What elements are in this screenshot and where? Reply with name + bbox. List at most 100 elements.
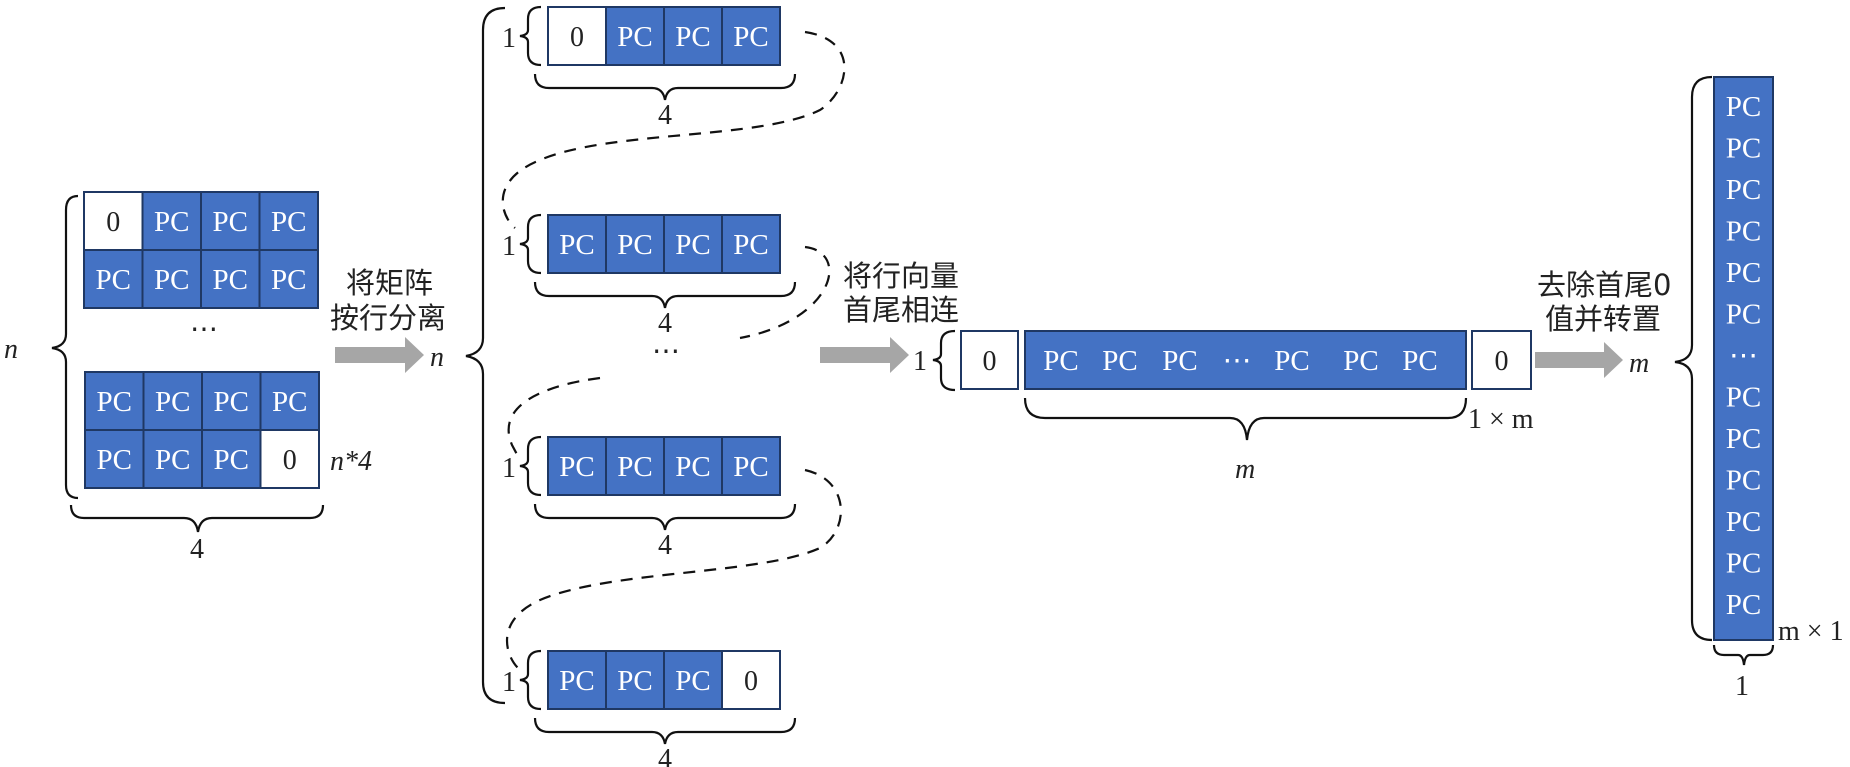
- matrix-cell: [258, 249, 319, 309]
- row-cell-value: PC: [733, 229, 768, 261]
- matrix-cell-value: PC: [155, 444, 190, 476]
- matrix-size-label: n*4: [330, 446, 372, 477]
- concat-body-item: PC: [1402, 345, 1437, 377]
- matrix-cell-value: 0: [283, 445, 297, 476]
- matrix-cell-value: PC: [213, 264, 248, 296]
- matrix-cell-value: PC: [213, 206, 248, 238]
- row-cell: [721, 214, 781, 274]
- step1-result-label: n: [430, 342, 444, 373]
- matrix-size-label-text: n*4: [330, 446, 372, 477]
- row-cell-value: PC: [733, 451, 768, 483]
- row-cell: [663, 650, 723, 710]
- row-height-label: 1: [502, 667, 516, 698]
- row-cell-value: PC: [675, 229, 710, 261]
- row-cell-value: PC: [675, 665, 710, 697]
- matrix-cell: [201, 371, 262, 431]
- concat-body-item: PC: [1162, 345, 1197, 377]
- matrix-cell-value: PC: [271, 264, 306, 296]
- matrix-cell-value: PC: [154, 206, 189, 238]
- row-height-brace: [519, 5, 542, 67]
- row-vectors-brace: [465, 6, 506, 705]
- step3-result-label: m: [1629, 348, 1649, 379]
- concat-body-bar: [1024, 330, 1467, 390]
- row-cell: [721, 436, 781, 496]
- column-cell: PC: [1726, 91, 1761, 123]
- concat-tail-value: 0: [1495, 346, 1509, 377]
- connector-row3-row4: [505, 468, 842, 669]
- column-cell: PC: [1726, 382, 1761, 414]
- step2-arrow-icon: [820, 337, 909, 373]
- column-cell: PC: [1726, 548, 1761, 580]
- row-height-label: 1: [502, 231, 516, 262]
- concat-body-item: PC: [1274, 345, 1309, 377]
- row-cell: [605, 436, 665, 496]
- row-cell: [663, 214, 723, 274]
- step3-label-line2: 值并转置: [1545, 302, 1661, 336]
- row-width-label: 4: [658, 100, 672, 131]
- row-cell: [605, 214, 665, 274]
- matrix-cell-value: PC: [214, 444, 249, 476]
- row-width-label: 4: [658, 308, 672, 339]
- concat-head-cell: [960, 330, 1019, 390]
- concat-height-brace: [932, 329, 956, 392]
- row-cell: [721, 650, 781, 710]
- row-vectors-ellipsis: ⋯: [652, 336, 680, 367]
- concat-height-label: 1: [913, 346, 927, 377]
- row-cell: [605, 650, 665, 710]
- matrix-cell-value: PC: [155, 386, 190, 418]
- column-size-label: m × 1: [1778, 616, 1844, 647]
- matrix-rows-brace: [51, 194, 79, 500]
- row-cell-value: 0: [570, 22, 584, 53]
- column-rows-brace: [1674, 75, 1713, 642]
- row-width-brace: [533, 503, 797, 531]
- matrix-cell-value: PC: [97, 444, 132, 476]
- step3-label-line1: 去除首尾0: [1537, 268, 1671, 302]
- column-cell: PC: [1726, 589, 1761, 621]
- column-cell: PC: [1726, 423, 1761, 455]
- column-cell: PC: [1726, 299, 1761, 331]
- step2-label-line1: 将行向量: [843, 259, 959, 293]
- matrix-cell-value: PC: [154, 264, 189, 296]
- row-height-brace: [519, 213, 542, 275]
- row-height-brace: [519, 649, 542, 711]
- column-size-label-text: m × 1: [1778, 616, 1844, 647]
- row-width-label: 4: [658, 530, 672, 561]
- row-cell: [547, 436, 607, 496]
- row-cell: [721, 6, 781, 66]
- matrix-cols-brace: [69, 504, 325, 533]
- matrix-cell: [200, 249, 261, 309]
- row-height-label: 1: [502, 453, 516, 484]
- row-cell: [547, 650, 607, 710]
- row-cell-value: 0: [744, 666, 758, 697]
- matrix-cell: [83, 249, 144, 309]
- row-width-brace: [533, 717, 797, 745]
- row-cell-value: PC: [617, 451, 652, 483]
- matrix-cell: [84, 429, 145, 489]
- matrix-cell: [142, 429, 203, 489]
- row-width-brace: [533, 281, 797, 309]
- row-cell-value: PC: [617, 229, 652, 261]
- matrix-cols-label: 4: [190, 534, 204, 565]
- step1-label-line1: 将矩阵: [346, 266, 433, 300]
- matrix-cell-value: PC: [96, 264, 131, 296]
- matrix-cell: [259, 429, 320, 489]
- column-cell: PC: [1726, 465, 1761, 497]
- column-cell: ⋯: [1729, 340, 1758, 372]
- row-height-label: 1: [502, 23, 516, 54]
- step1-label-line2: 按行分离: [330, 301, 446, 335]
- column-cell: PC: [1726, 174, 1761, 206]
- concat-head-value: 0: [983, 346, 997, 377]
- matrix-cell-value: PC: [272, 386, 307, 418]
- concat-size-label: 1 × m: [1468, 404, 1534, 435]
- row-cell-value: PC: [617, 665, 652, 697]
- row-height-brace: [519, 435, 542, 497]
